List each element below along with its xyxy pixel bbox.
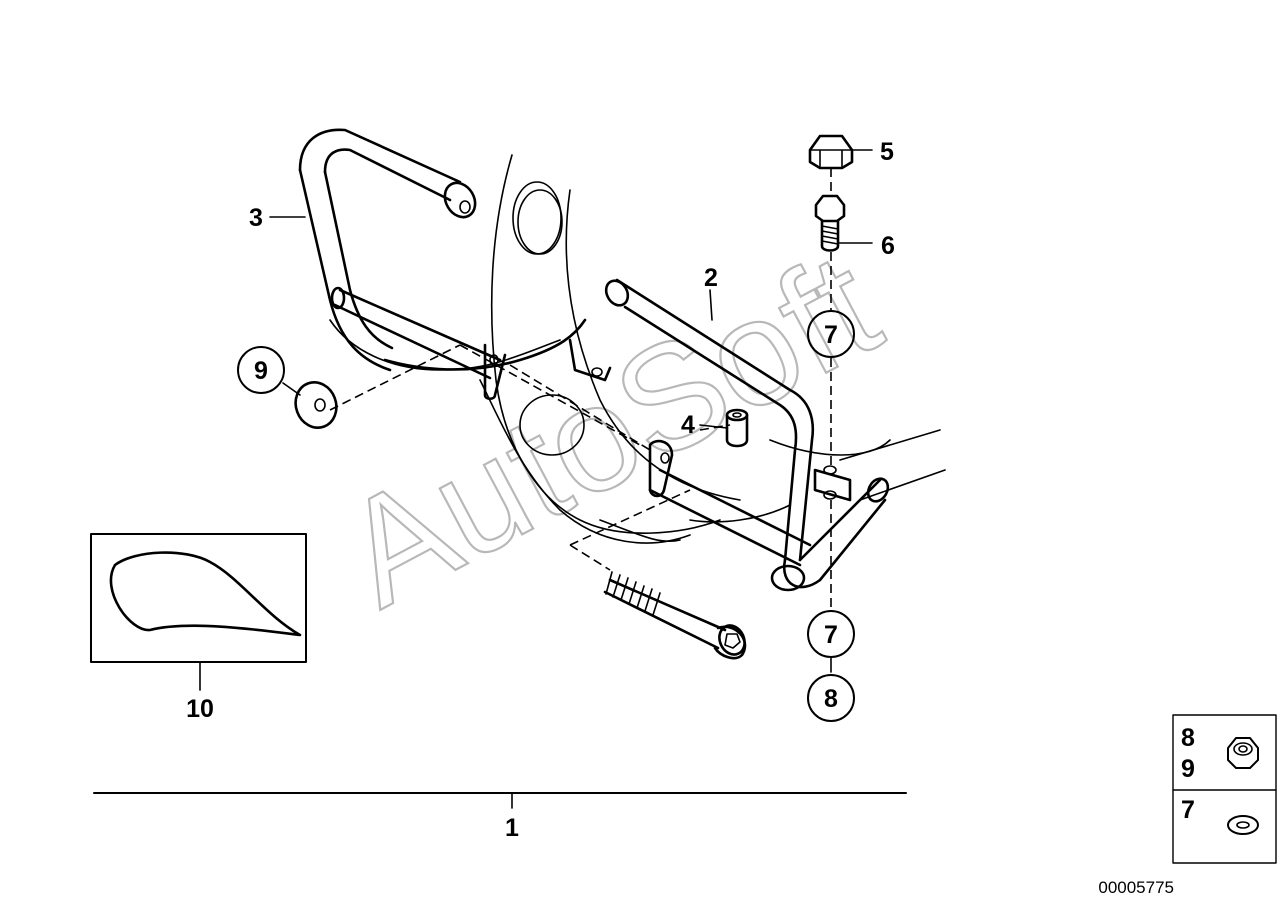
callout-10: 10 (186, 695, 214, 723)
decal-inset (90, 533, 307, 663)
leader-lines (199, 149, 873, 691)
callout-8: 8 (824, 685, 838, 713)
callouts: 3 2 4 5 6 9 7 7 8 10 (186, 138, 895, 723)
assembly-bracket: 1 (93, 792, 907, 842)
washer (294, 381, 338, 429)
hex-nut-icon (1227, 737, 1259, 769)
spacer-sleeve (725, 408, 749, 448)
callout-4: 4 (681, 411, 695, 439)
right-crash-bar (604, 278, 890, 592)
left-crash-bar (298, 128, 612, 401)
hex-bolt (814, 194, 846, 252)
alignment-lines (329, 168, 832, 610)
callout-1: 1 (505, 814, 519, 842)
document-number: 00005775 (1098, 878, 1174, 897)
callout-3: 3 (249, 204, 263, 232)
callout-7-lower: 7 (824, 621, 838, 649)
callout-6: 6 (881, 232, 895, 260)
callout-5: 5 (880, 138, 894, 166)
legend-label-9: 9 (1181, 755, 1195, 783)
engine-block (329, 154, 946, 544)
legend-label-8: 8 (1181, 724, 1195, 752)
hardware-legend: 8 9 7 (1172, 714, 1277, 864)
hex-nut (808, 134, 854, 170)
legend-label-7: 7 (1181, 796, 1195, 824)
callout-7-upper: 7 (824, 321, 838, 349)
callout-2: 2 (704, 264, 718, 292)
washer-icon (1227, 815, 1259, 835)
callout-9: 9 (254, 357, 268, 385)
long-bolt (603, 571, 747, 660)
